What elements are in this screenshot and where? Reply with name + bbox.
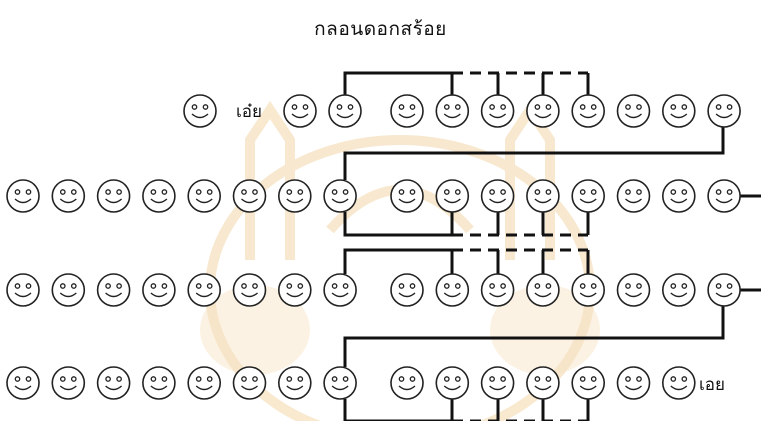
syllable-face-icon: [232, 273, 267, 307]
syllable-face-icon: [51, 273, 86, 307]
syllable-face-icon: [96, 179, 131, 213]
rhyme-line: [343, 71, 452, 95]
syllable-face-icon: [6, 273, 40, 307]
syllable-face-icon: [616, 273, 651, 307]
syllable-face-icon: [616, 94, 651, 128]
syllable-face-icon: [480, 94, 515, 128]
syllable-face-icon: [187, 273, 221, 307]
syllable-face-icon: [96, 366, 131, 400]
syllable-face-icon: [435, 179, 470, 213]
syllable-face-icon: [571, 366, 606, 400]
rhyme-line: [343, 399, 452, 421]
rhyme-line-between-lines: [343, 306, 725, 367]
diagram-title: กลอนดอกสร้อย: [314, 18, 447, 40]
syllable-face-icon: [232, 366, 267, 400]
syllable-face-icon: [323, 273, 357, 307]
syllable-face-icon: [571, 273, 606, 307]
rhyme-line: [343, 248, 452, 274]
syllable-face-icon: [526, 179, 560, 213]
rhyme-line-between-lines: [343, 127, 725, 180]
syllable-face-icon: [6, 366, 40, 400]
syllable-face-icon: [277, 273, 312, 307]
syllable-face-icon: [526, 94, 560, 128]
syllable-face-icon: [187, 179, 221, 213]
syllable-face-icon: [707, 179, 741, 213]
syllable-face-icon: [435, 273, 470, 307]
start-word-label: เอ๋ย: [236, 102, 262, 122]
syllable-face-icon: [283, 94, 317, 128]
syllable-face-icon: [526, 273, 560, 307]
syllable-face-icon: [277, 366, 312, 400]
syllable-face-icon: [616, 179, 651, 213]
syllable-face-icon: [6, 179, 40, 213]
syllable-face-icon: [390, 179, 424, 213]
syllable-face-icon: [142, 273, 176, 307]
syllable-face-icon: [480, 366, 515, 400]
syllable-face-icon: [323, 179, 357, 213]
syllable-face-icon: [661, 179, 696, 213]
syllable-face-icon: [390, 366, 424, 400]
syllable-face-icon: [390, 94, 424, 128]
syllable-face-icon: [571, 179, 606, 213]
syllable-face-icon: [707, 273, 741, 307]
syllable-face-icon: [571, 94, 606, 128]
syllable-face-icon: [661, 94, 696, 128]
syllable-face-icon: [390, 273, 424, 307]
syllable-face-icon: [323, 366, 357, 400]
syllable-face-icon: [661, 366, 696, 400]
syllable-face-icon: [142, 366, 176, 400]
syllable-face-icon: [187, 366, 221, 400]
syllable-face-icon: [51, 179, 86, 213]
syllable-face-icon: [51, 366, 86, 400]
syllable-face-icon: [616, 366, 651, 400]
syllable-face-icon: [277, 179, 312, 213]
syllable-face-icon: [480, 179, 515, 213]
rhyme-line: [343, 212, 452, 237]
syllable-face-icon: [328, 94, 362, 128]
syllable-face-icon: [480, 273, 515, 307]
syllable-face-icon: [526, 366, 560, 400]
syllable-face-icon: [96, 273, 131, 307]
syllable-face-icon: [183, 94, 217, 128]
syllable-face-icon: [142, 179, 176, 213]
syllable-face-icon: [435, 366, 470, 400]
syllable-face-icon: [435, 94, 470, 128]
syllable-face-icon: [661, 273, 696, 307]
syllable-face-icon: [707, 94, 741, 128]
syllable-face-icon: [232, 179, 267, 213]
end-word-label: เอย: [699, 375, 725, 395]
